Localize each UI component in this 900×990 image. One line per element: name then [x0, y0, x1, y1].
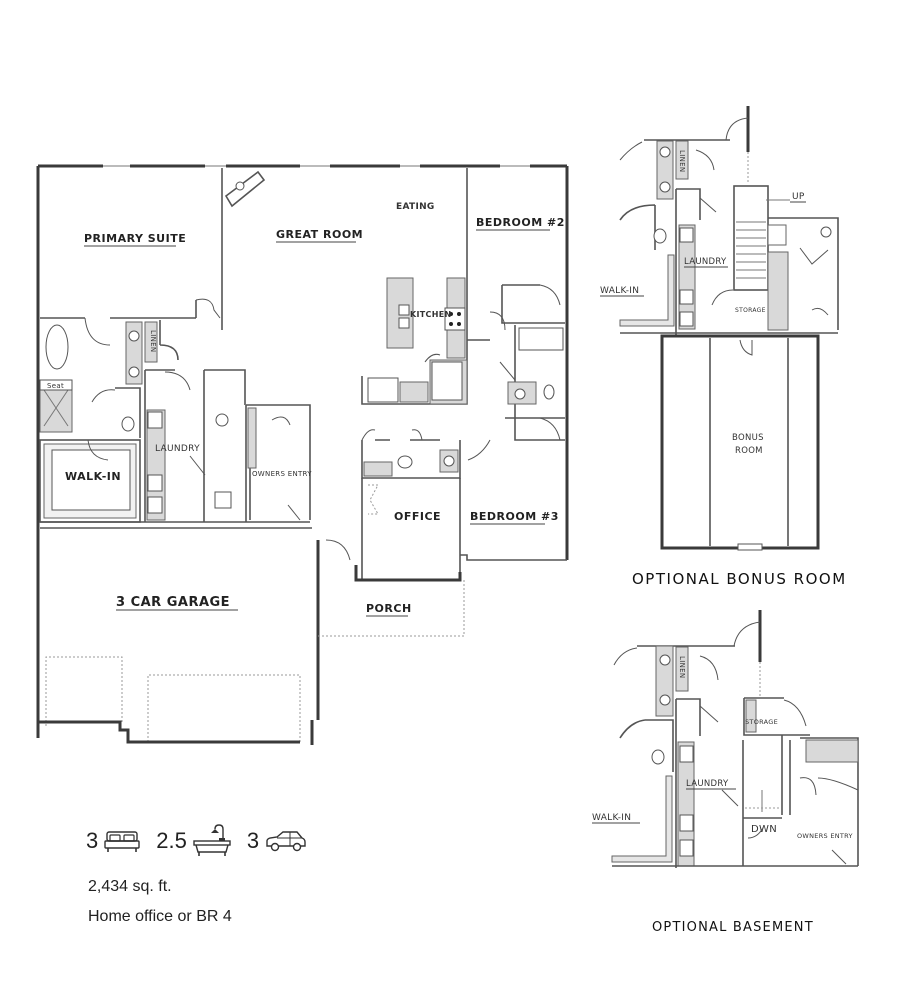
bedroom-count-value: 3	[86, 828, 99, 853]
laundry-label: LAUNDRY	[155, 444, 200, 454]
eating-label: EATING	[396, 202, 435, 212]
bathroom-count: 2.5	[156, 824, 231, 858]
basement-owners-entry-label: OWNERS ENTRY	[797, 832, 853, 840]
bonus-linen-label: LINEN	[678, 150, 686, 172]
square-footage: 2,434 sq. ft.	[88, 878, 172, 895]
great-room-label: GREAT ROOM	[276, 228, 363, 241]
bedroom-3-label: BEDROOM #3	[470, 510, 559, 523]
walk-in-label: WALK-IN	[65, 470, 121, 483]
bonus-room-label-line2: ROOM	[735, 446, 763, 456]
bonus-laundry-label: LAUNDRY	[684, 257, 727, 267]
basement-title: OPTIONAL BASEMENT	[652, 920, 814, 935]
basement-linen-label: LINEN	[678, 656, 686, 678]
basement-plan: LINEN WALK-IN LAUNDRY STORAGE DWN OWNERS…	[592, 610, 859, 935]
bonus-room-plan: LINEN WALK-IN LAUNDRY UP STORAGE	[600, 106, 847, 588]
basement-laundry-label: LAUNDRY	[686, 779, 729, 789]
bonus-storage-label: STORAGE	[735, 307, 766, 314]
linen-label: LINEN	[149, 330, 157, 352]
bonus-up-label: UP	[792, 192, 805, 202]
bedroom-count: 3	[86, 828, 140, 854]
bonus-room-label-line1: BONUS	[732, 433, 764, 443]
plan-note: Home office or BR 4	[88, 908, 232, 925]
kitchen-label: KITCHEN	[410, 310, 451, 319]
porch-label: PORCH	[366, 602, 412, 615]
garage-count-value: 3	[246, 828, 260, 853]
bathtub-icon	[193, 824, 231, 858]
basement-storage-label: STORAGE	[745, 718, 778, 726]
bed-icon	[104, 829, 140, 853]
main-floor-plan: LINEN Seat WALK-IN LAUNDRY OWNERS	[36, 164, 569, 745]
basement-walk-in-label: WALK-IN	[592, 813, 631, 823]
bonus-room-title: OPTIONAL BONUS ROOM	[632, 570, 847, 588]
bonus-walk-in-label: WALK-IN	[600, 286, 639, 296]
car-icon	[265, 830, 307, 852]
primary-suite-label: PRIMARY SUITE	[84, 232, 186, 245]
owners-entry-label: OWNERS ENTRY	[252, 470, 312, 478]
garage-label: 3 CAR GARAGE	[116, 595, 230, 610]
home-summary-stats: 3 2.5 3	[86, 824, 315, 858]
bedroom-2-label: BEDROOM #2	[476, 216, 565, 229]
bathroom-count-value: 2.5	[156, 828, 187, 853]
basement-down-label: DWN	[751, 824, 777, 835]
garage-count: 3	[247, 828, 307, 854]
seat-label: Seat	[47, 382, 64, 390]
office-label: OFFICE	[394, 510, 441, 523]
